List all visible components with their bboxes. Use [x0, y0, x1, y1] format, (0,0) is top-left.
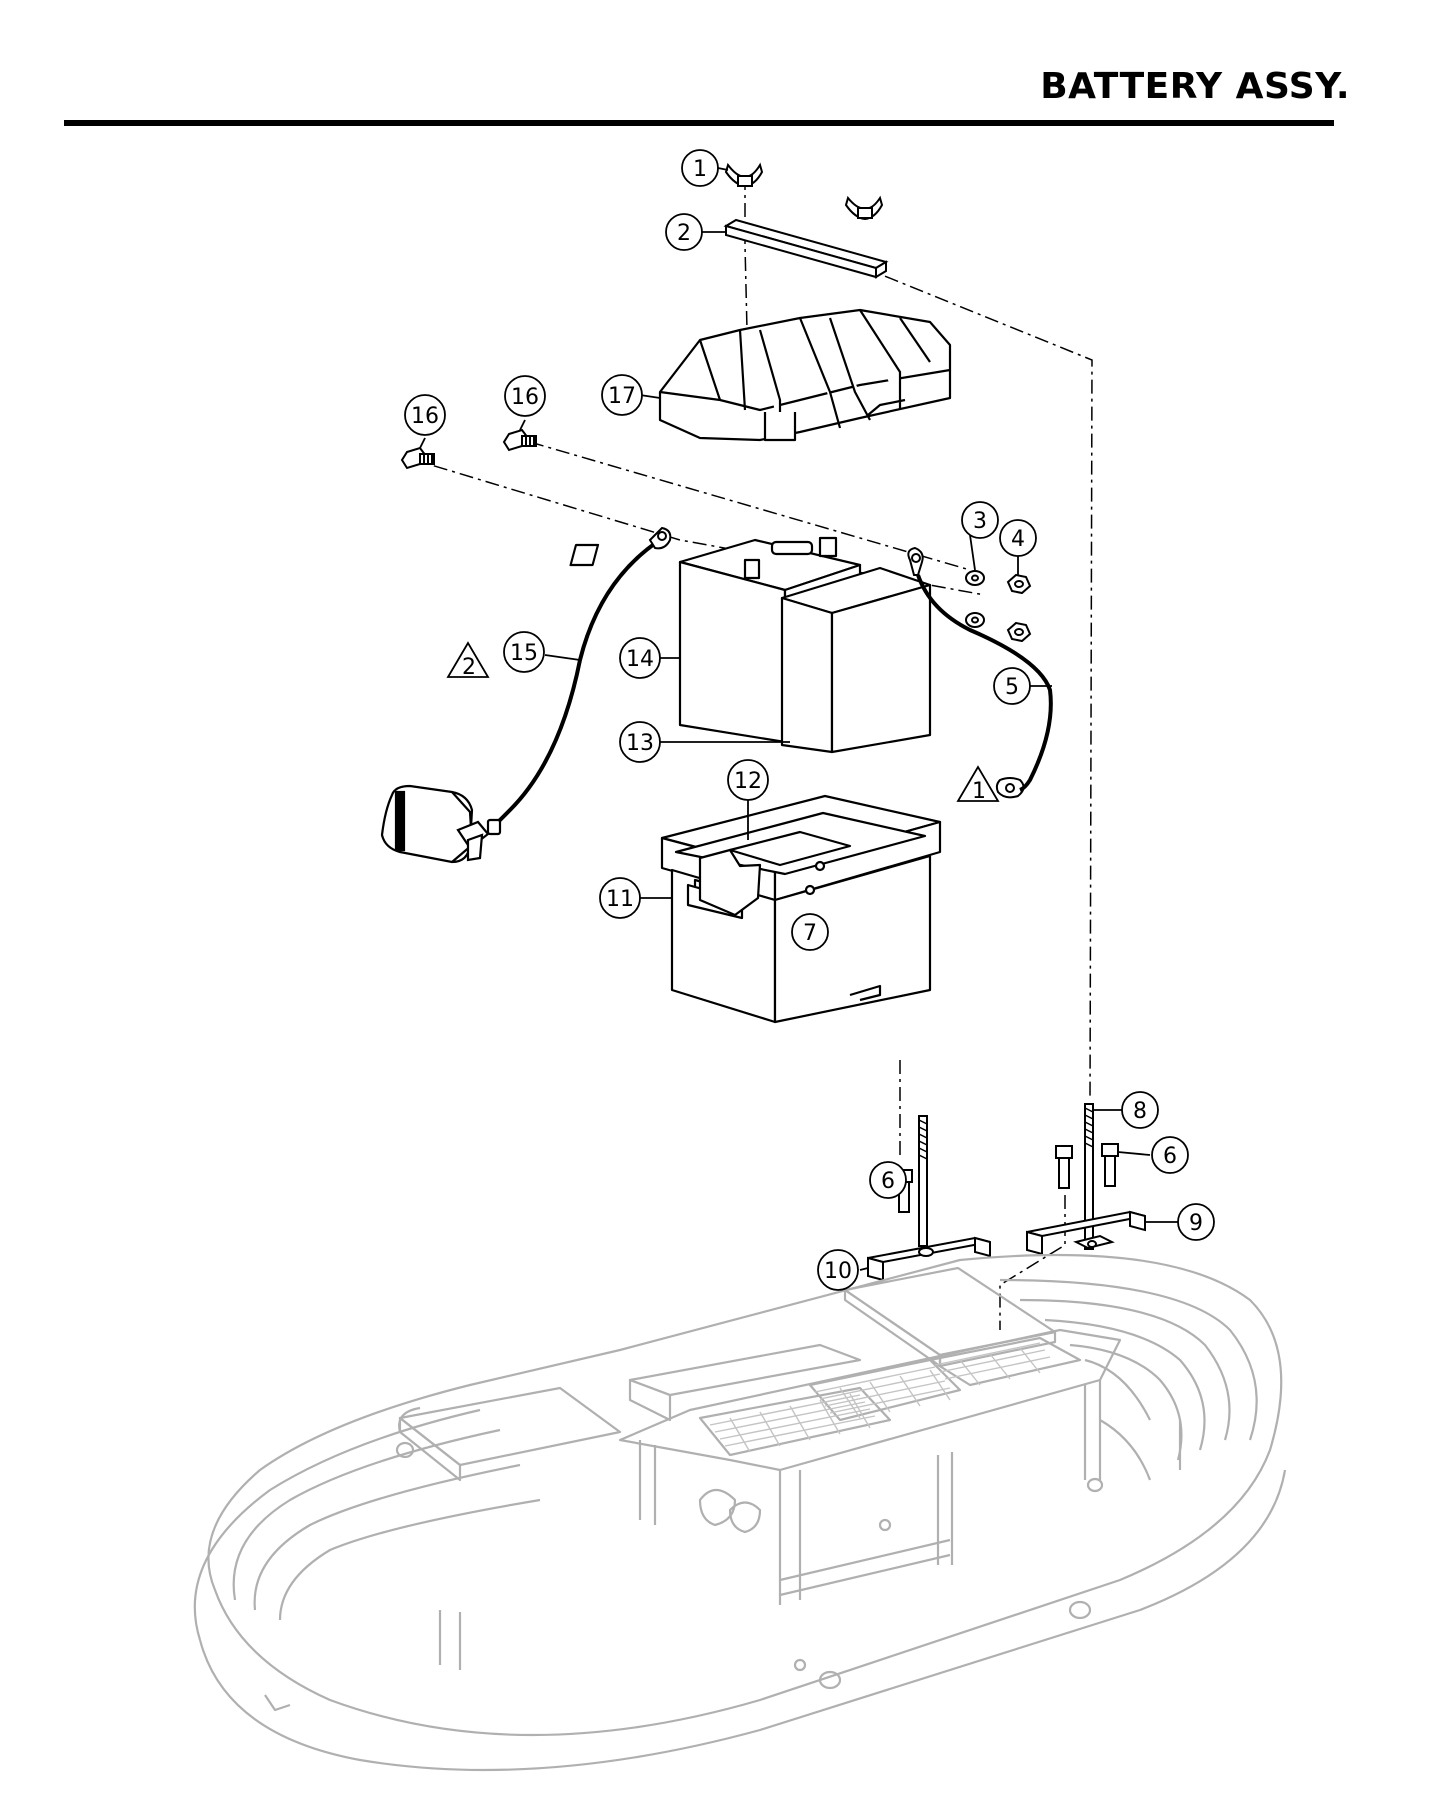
callout-5: 5	[1005, 675, 1019, 700]
nut-icon	[1006, 573, 1032, 643]
callout-4: 4	[1011, 527, 1025, 552]
battery-box	[660, 794, 942, 1024]
callout-8: 8	[1133, 1099, 1147, 1124]
callout-7: 7	[803, 921, 817, 946]
bolt-icon	[895, 1143, 1119, 1213]
bracket-9	[1026, 1210, 1146, 1256]
screw-icon	[400, 428, 537, 470]
chassis-frame	[193, 1253, 1287, 1772]
warning-1-label: 1	[972, 779, 986, 804]
battery-front	[780, 566, 932, 754]
callout-11: 11	[606, 887, 634, 912]
callout-2: 2	[677, 221, 691, 246]
callout-16-left: 16	[411, 404, 439, 429]
solenoid	[380, 784, 502, 864]
callout-6-left: 6	[881, 1169, 895, 1194]
hold-down-rod	[918, 1103, 1094, 1250]
callout-6-right: 6	[1163, 1144, 1177, 1169]
battery-cover	[658, 308, 952, 442]
callout-9: 9	[1189, 1211, 1203, 1236]
header-rule	[64, 120, 1334, 126]
washer-icon	[965, 570, 985, 628]
chassis-grating	[709, 1342, 1051, 1453]
callout-15: 15	[510, 641, 538, 666]
wing-nut-icon	[724, 162, 884, 221]
page-title: BATTERY ASSY.	[1040, 66, 1350, 107]
hold-down-bar	[723, 218, 889, 279]
callout-12: 12	[734, 769, 762, 794]
cable-terminal-icon	[648, 526, 1025, 799]
warning-2-label: 2	[462, 655, 476, 680]
callout-14: 14	[626, 647, 654, 672]
bracket-10	[867, 1236, 991, 1282]
callout-16-right: 16	[511, 385, 539, 410]
callout-10: 10	[824, 1259, 852, 1284]
callout-13: 13	[626, 731, 654, 756]
callout-1: 1	[693, 157, 707, 182]
warning-triangle-icon	[446, 641, 1000, 802]
callout-17: 17	[608, 384, 636, 409]
cable-5	[916, 574, 1053, 792]
callouts	[404, 149, 1215, 1291]
callout-3: 3	[973, 509, 987, 534]
callout-leaders	[419, 167, 1180, 1271]
cable-15	[488, 538, 662, 832]
callout-labels: 1 2 3 4 5 6 6 7 8 9 10 11 12 13 14 15 16…	[411, 157, 1203, 1284]
